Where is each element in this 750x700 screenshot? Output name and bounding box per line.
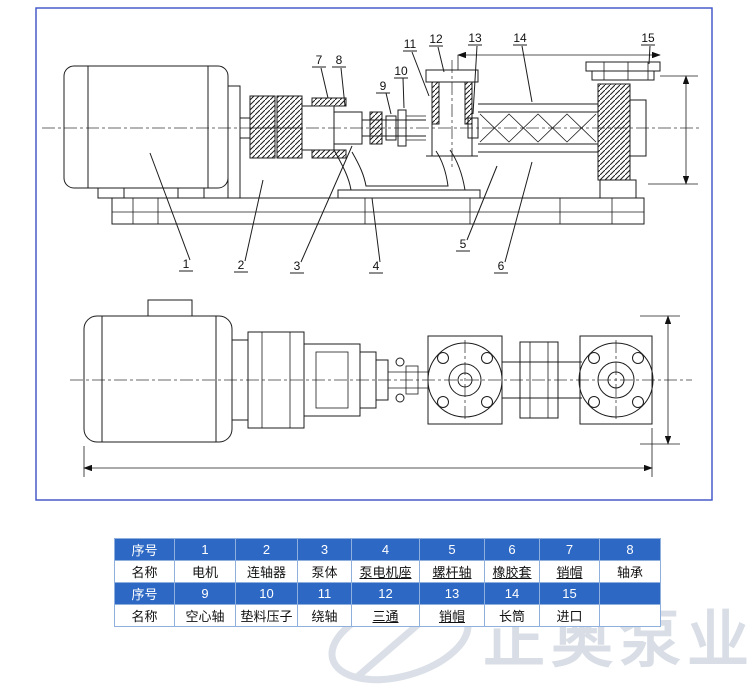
coupling-side	[249, 95, 303, 159]
callout-12: 12	[429, 32, 443, 46]
callout-9: 9	[380, 79, 387, 93]
callout-8: 8	[336, 53, 343, 67]
table-row-name-1: 名称 电机 连轴器 泵体 泵电机座 螺杆轴 橡胶套 销帽 轴承	[114, 560, 661, 583]
part-link[interactable]: 螺杆轴	[419, 560, 485, 583]
part-link[interactable]: 三通	[351, 604, 420, 627]
dimension-bottom-plan	[83, 428, 653, 477]
table-row-index-2: 序号 9 10 11 12 13 14 15	[114, 582, 661, 605]
callout-7: 7	[316, 53, 323, 67]
callout-10: 10	[394, 64, 408, 78]
plan-view	[70, 299, 692, 477]
barrel-plan	[502, 341, 582, 419]
bearing-housing-side	[301, 97, 363, 159]
table-row-index-1: 序号 1 2 3 4 5 6 7 8	[114, 538, 661, 561]
part-link[interactable]: 橡胶套	[484, 560, 540, 583]
motor-plan	[83, 299, 233, 443]
base-plate-side	[111, 197, 645, 225]
callout-2: 2	[238, 258, 245, 272]
callout-11: 11	[404, 37, 417, 51]
dimension-right-plan	[640, 315, 680, 445]
stuffing-box-side	[362, 109, 479, 147]
callout-4: 4	[373, 259, 380, 273]
suction-flange-plan	[427, 335, 503, 425]
callout-5: 5	[460, 237, 467, 251]
callout-6: 6	[498, 259, 505, 273]
pump-sectional-drawing: 1 2 3 4 5 6 7 8 9 10 11 12 13 14 15	[35, 7, 713, 501]
inlet-tee-side	[425, 60, 479, 168]
row-header: 名称	[114, 560, 175, 583]
table-row-name-2: 名称 空心轴 垫料压子 绕轴 三通 销帽 长筒 进口	[114, 604, 661, 627]
barrel-screw-side	[478, 103, 598, 153]
leader-lines	[149, 44, 655, 274]
row-header: 序号	[114, 538, 175, 561]
callout-1: 1	[183, 257, 190, 271]
coupling-bracket-plan	[231, 331, 428, 429]
dimension-right-side	[648, 75, 698, 185]
callout-14: 14	[513, 31, 527, 45]
callout-15: 15	[641, 31, 655, 45]
part-link[interactable]: 销帽	[419, 604, 485, 627]
callout-3: 3	[294, 259, 301, 273]
row-header: 序号	[114, 582, 175, 605]
drawing-frame	[35, 7, 713, 501]
dimension-top	[457, 51, 661, 70]
discharge-flange-plan	[578, 335, 654, 425]
row-header: 名称	[114, 604, 175, 627]
parts-table: 序号 1 2 3 4 5 6 7 8 名称 电机 连轴器 泵体 泵电机座 螺杆轴…	[114, 538, 661, 627]
bracket-side	[333, 149, 481, 199]
part-link[interactable]: 销帽	[539, 560, 600, 583]
part-link[interactable]: 泵电机座	[351, 560, 420, 583]
side-section-view: 1 2 3 4 5 6 7 8 9 10 11 12 13 14 15	[42, 31, 700, 274]
discharge-end-side	[585, 61, 661, 199]
motor-side	[63, 65, 251, 199]
callout-13: 13	[468, 31, 482, 45]
